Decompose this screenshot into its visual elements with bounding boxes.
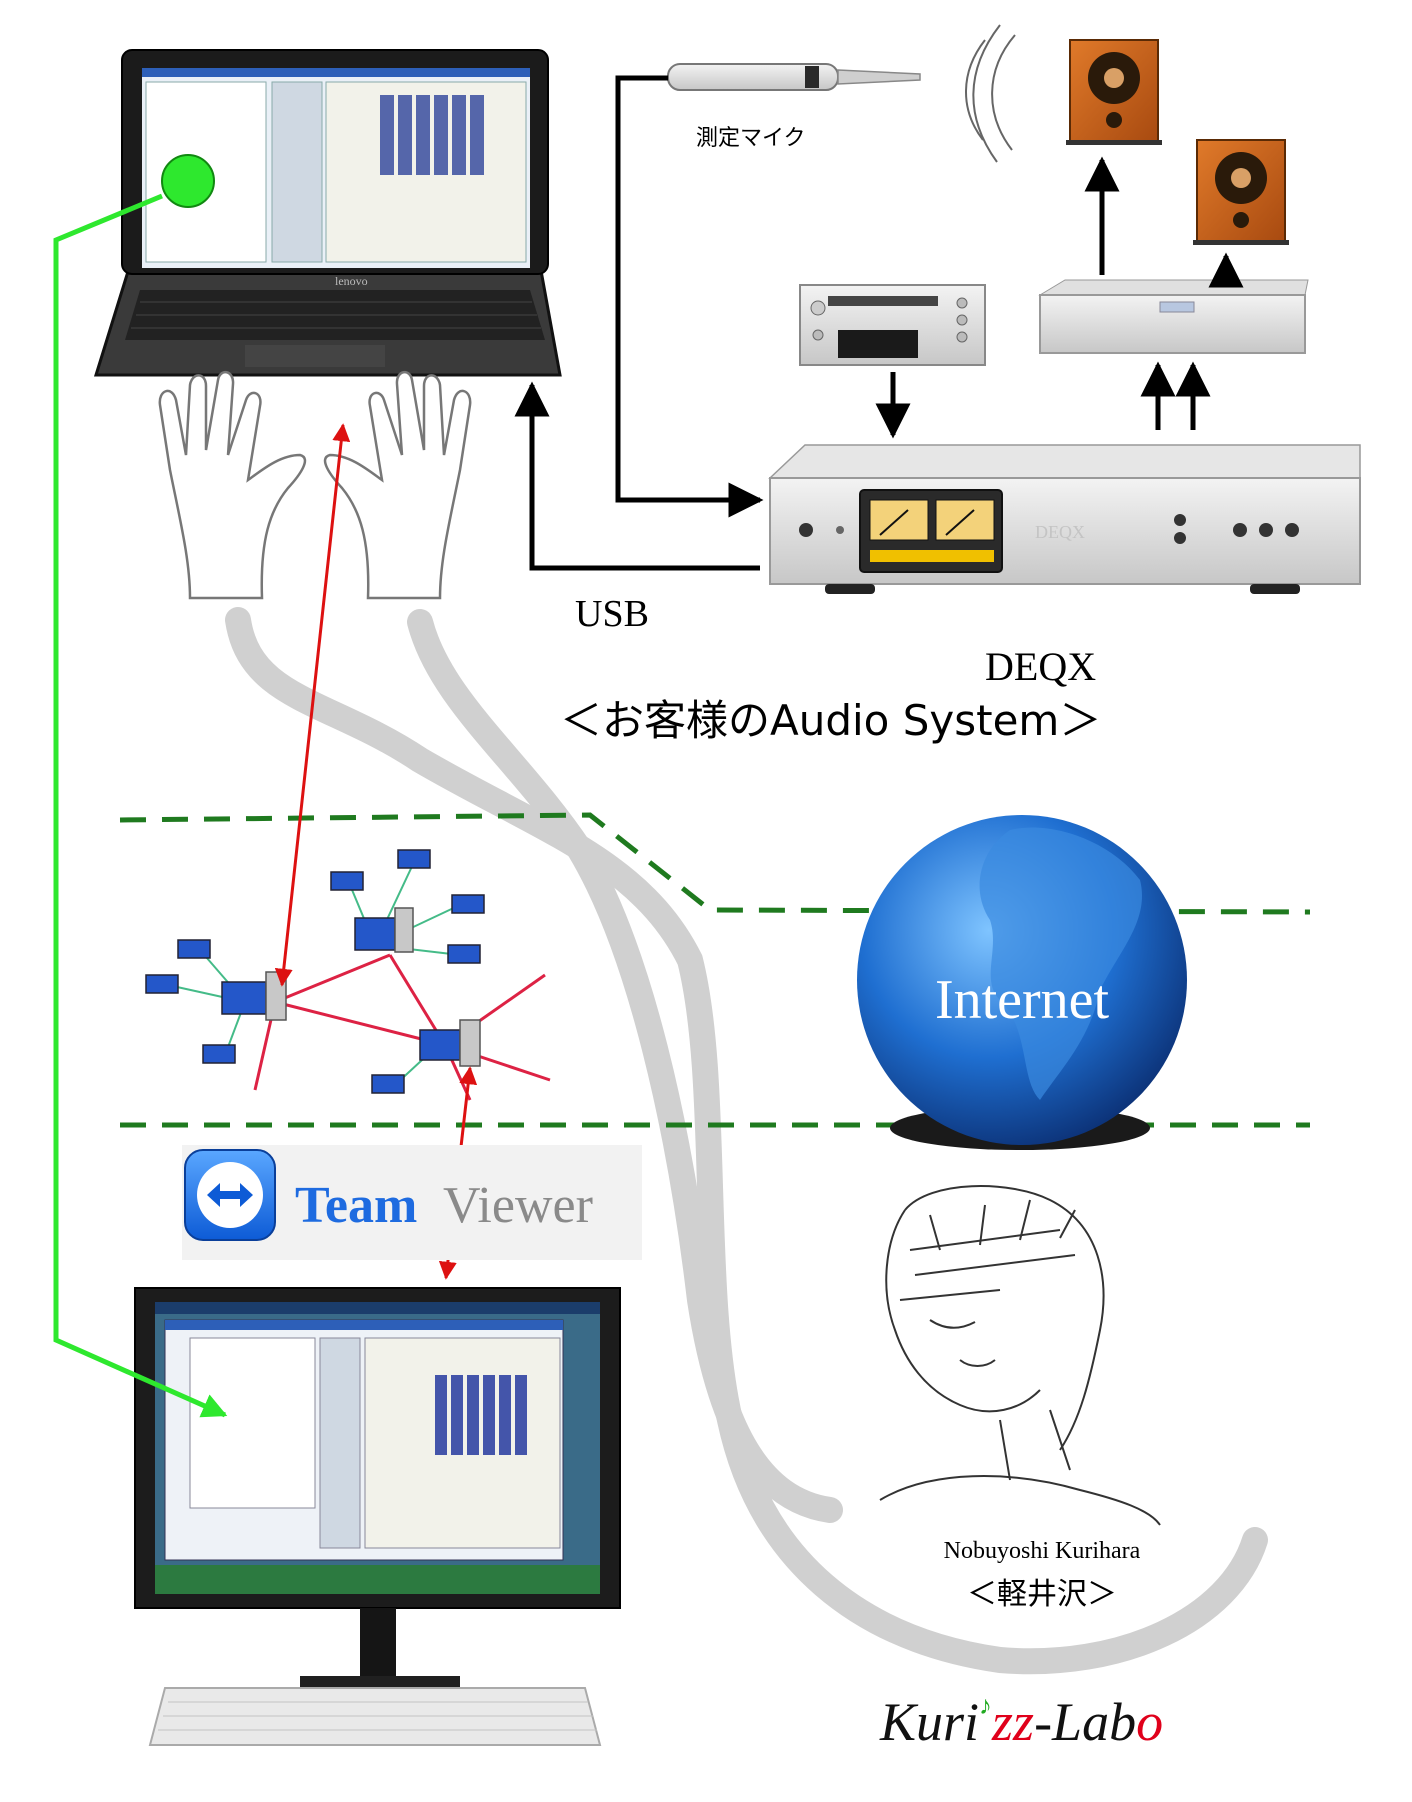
laptop-brand-label: lenovo: [335, 274, 368, 288]
deqx-label: DEQX: [985, 644, 1096, 689]
audio-connections: [514, 75, 1244, 571]
logo-note-icon: ♪: [979, 1691, 992, 1720]
remote-control-link: [53, 193, 228, 1418]
sound-waves-icon: [965, 24, 1016, 163]
internet-label: Internet: [935, 969, 1110, 1031]
microphone-icon: 測定マイク: [667, 63, 921, 151]
person-name-label: Nobuyoshi Kurihara: [944, 1538, 1141, 1564]
logo-lab: -Lab: [1034, 1692, 1136, 1752]
teamviewer-viewer-text: Viewer: [443, 1177, 593, 1234]
remote-cursor-marker: [161, 154, 215, 208]
laptop: lenovo: [93, 49, 562, 377]
speaker-icon: [1066, 39, 1162, 145]
system-caption: ＜お客様のAudio System＞: [560, 696, 1101, 745]
deqx-unit: DEQX: [768, 444, 1361, 594]
usb-label: USB: [575, 593, 649, 635]
speaker-icon: [1193, 139, 1289, 245]
logo-zz: zz: [991, 1692, 1034, 1752]
cd-player-icon: [799, 284, 986, 366]
desktop-monitor: [134, 1287, 621, 1746]
globe-icon: Internet: [857, 815, 1187, 1150]
logo-kuri: Kuri: [879, 1692, 979, 1752]
kurizz-labo-logo: Kuri♪zz-Labo: [879, 1691, 1163, 1752]
amplifier-icon: [1038, 279, 1309, 354]
connection-path: [225, 607, 1268, 1675]
network-icon: [145, 849, 551, 1101]
teamviewer-logo-icon: Team Viewer: [182, 1145, 642, 1260]
hands-icon: [158, 371, 472, 600]
svg-text:Kuri♪zz-Labo: Kuri♪zz-Labo: [879, 1691, 1163, 1752]
mic-label: 測定マイク: [696, 126, 806, 151]
location-label: ＜軽井沢＞: [967, 1577, 1117, 1612]
logo-o: o: [1136, 1692, 1163, 1752]
teamviewer-team-text: Team: [295, 1177, 417, 1234]
deqx-brand-label: DEQX: [1035, 522, 1085, 542]
person-sketch-icon: [879, 1185, 1161, 1526]
